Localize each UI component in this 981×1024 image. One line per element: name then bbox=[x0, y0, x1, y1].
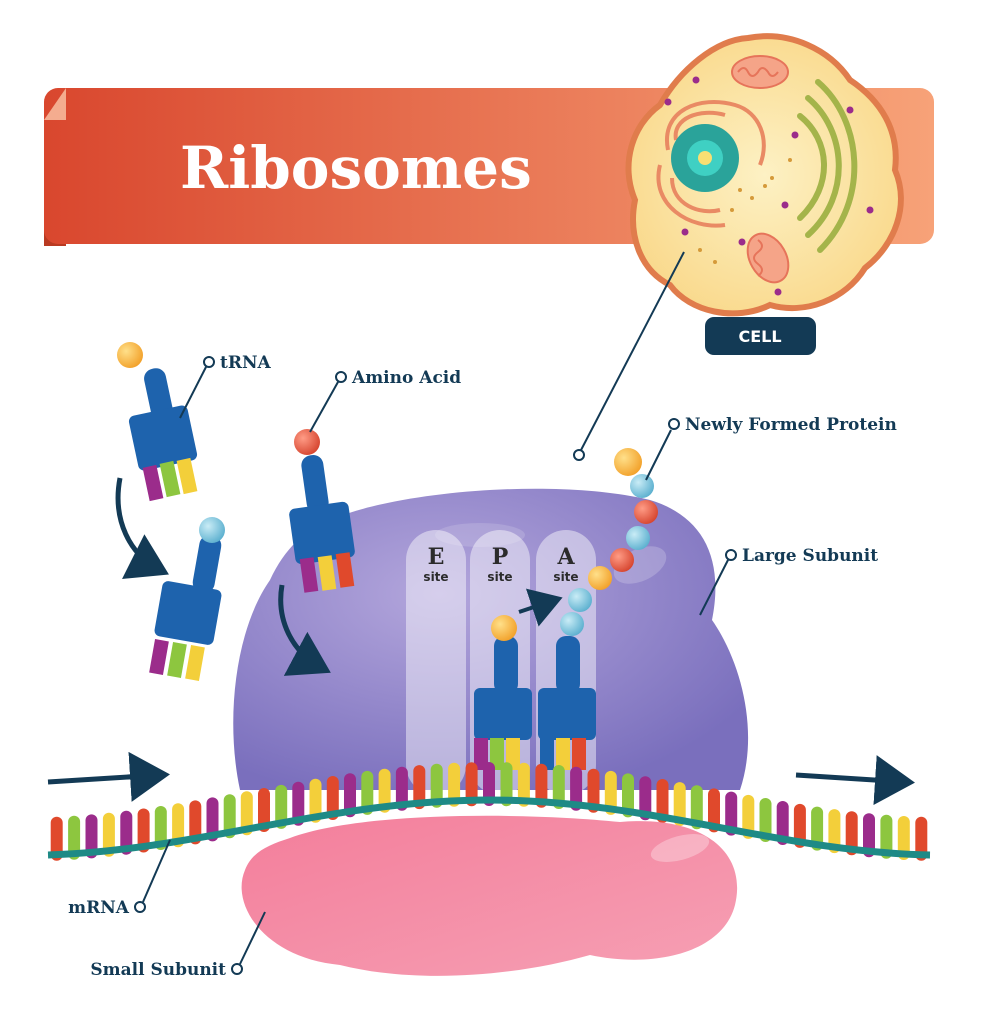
mrna-codon-bar bbox=[897, 816, 910, 860]
mrna-codon-bar bbox=[915, 816, 928, 861]
free-trna-2 bbox=[149, 517, 225, 681]
mrna-codon-bar bbox=[189, 800, 202, 845]
mrna-codon-bar bbox=[863, 813, 875, 858]
mrna-codon-bar bbox=[137, 808, 150, 853]
mrna-codon-bar bbox=[535, 763, 548, 808]
mrna-codon-bar bbox=[604, 770, 617, 815]
mrna-codon-bar bbox=[430, 763, 443, 808]
mrna-codon-bar bbox=[326, 776, 339, 820]
trna-movement-arrow-1 bbox=[115, 477, 169, 579]
golgi-apparatus-icon bbox=[797, 79, 858, 253]
page-title: Ribosomes bbox=[180, 134, 532, 202]
mrna-codon-bar bbox=[206, 797, 219, 842]
mrna-codon-bar bbox=[742, 794, 755, 839]
mrna-codon-bar bbox=[258, 788, 270, 832]
label-newly-formed-protein: Newly Formed Protein bbox=[645, 415, 897, 481]
endoplasmic-reticulum-icon bbox=[656, 100, 766, 228]
mrna-codon-bar bbox=[776, 801, 789, 845]
mrna-codon-bar bbox=[448, 762, 461, 807]
mrna-codon-bar bbox=[309, 778, 322, 823]
mrna-strand bbox=[47, 762, 931, 861]
mrna-codon-bar bbox=[465, 762, 478, 807]
a-site-letter: A bbox=[556, 544, 575, 570]
mrna-codon-bar bbox=[500, 762, 513, 807]
mrna-codon-bar bbox=[656, 779, 669, 823]
label-mrna: mRNA bbox=[68, 839, 171, 918]
mrna-codon-bar bbox=[845, 811, 858, 856]
mrna-codon-bar bbox=[240, 791, 253, 836]
free-trna-1 bbox=[117, 342, 198, 502]
mrna-codon-bar bbox=[361, 770, 374, 815]
mrna-codon-bar bbox=[154, 806, 167, 850]
mrna-codon-bar bbox=[102, 812, 115, 857]
cell-granules bbox=[664, 76, 874, 296]
p-site-word: site bbox=[487, 570, 512, 584]
trna-label: tRNA bbox=[220, 353, 272, 373]
mrna-codon-bar bbox=[759, 798, 772, 842]
mrna-codon-bar bbox=[639, 776, 652, 821]
mrna-codon-bar bbox=[673, 782, 686, 827]
trna-movement-arrow-2 bbox=[278, 584, 331, 676]
a-site-word: site bbox=[553, 570, 578, 584]
mrna-codon-bar bbox=[50, 816, 63, 861]
mrna-codon-bar bbox=[378, 768, 391, 813]
mrna-codon-bar bbox=[793, 803, 806, 848]
cell-illustration: CELL bbox=[625, 33, 904, 355]
mrna-codon-bar bbox=[690, 785, 703, 830]
cell-pointer-dot bbox=[573, 449, 585, 461]
mrna-codon-bar bbox=[223, 794, 236, 839]
mrna-codon-bar bbox=[552, 765, 565, 809]
mrna-codon-bar bbox=[880, 814, 893, 859]
e-site: E site bbox=[406, 530, 466, 795]
e-site-letter: E bbox=[428, 544, 445, 570]
e-site-word: site bbox=[423, 570, 448, 584]
mrna-codon-bar bbox=[828, 809, 841, 854]
mrna-codon-bar bbox=[570, 766, 583, 811]
mrna-codon-bar bbox=[120, 810, 133, 855]
mrna-label: mRNA bbox=[68, 898, 130, 918]
mrna-codon-bar bbox=[172, 803, 185, 848]
mrna-codon-bar bbox=[275, 784, 288, 829]
mrna-flow-arrow-right bbox=[795, 755, 915, 806]
trna-p-site bbox=[474, 615, 532, 770]
mrna-codon-bar bbox=[344, 773, 356, 818]
mrna-codon-bar bbox=[292, 781, 305, 826]
amino-acid-label: Amino Acid bbox=[351, 368, 461, 388]
label-small-subunit: Small Subunit bbox=[90, 911, 266, 980]
small-subunit-label: Small Subunit bbox=[90, 960, 226, 980]
mrna-codon-bar bbox=[413, 765, 426, 810]
large-subunit-label: Large Subunit bbox=[742, 546, 878, 566]
mrna-codon-bar bbox=[483, 762, 495, 806]
mrna-codon-bar bbox=[68, 815, 81, 860]
mrna-codon-bar bbox=[587, 768, 600, 813]
mitochondria-icon bbox=[731, 55, 790, 284]
newly-formed-protein-label: Newly Formed Protein bbox=[685, 415, 897, 435]
trna-a-site bbox=[538, 636, 596, 770]
cell-pointer-line bbox=[579, 251, 685, 453]
free-trna-3 bbox=[289, 429, 355, 593]
label-large-subunit: Large Subunit bbox=[699, 546, 878, 616]
mrna-codon-bar bbox=[85, 814, 98, 859]
label-trna: tRNA bbox=[179, 353, 272, 419]
cell-label: CELL bbox=[738, 327, 781, 346]
p-site-letter: P bbox=[492, 544, 509, 570]
transfer-arrow bbox=[518, 588, 563, 627]
small-subunit bbox=[241, 815, 738, 976]
label-amino-acid: Amino Acid bbox=[309, 368, 461, 433]
mrna-codon-bar bbox=[395, 766, 408, 811]
mrna-codon-bar bbox=[517, 762, 530, 807]
mrna-codon-bar bbox=[708, 788, 720, 833]
mrna-codon-bar bbox=[725, 791, 738, 836]
mrna-flow-arrow-left bbox=[47, 751, 170, 802]
cell-badge bbox=[705, 317, 816, 355]
newly-formed-protein-chain bbox=[560, 448, 658, 636]
mrna-codon-bar bbox=[811, 806, 824, 851]
mrna-codon-bar bbox=[622, 773, 634, 818]
